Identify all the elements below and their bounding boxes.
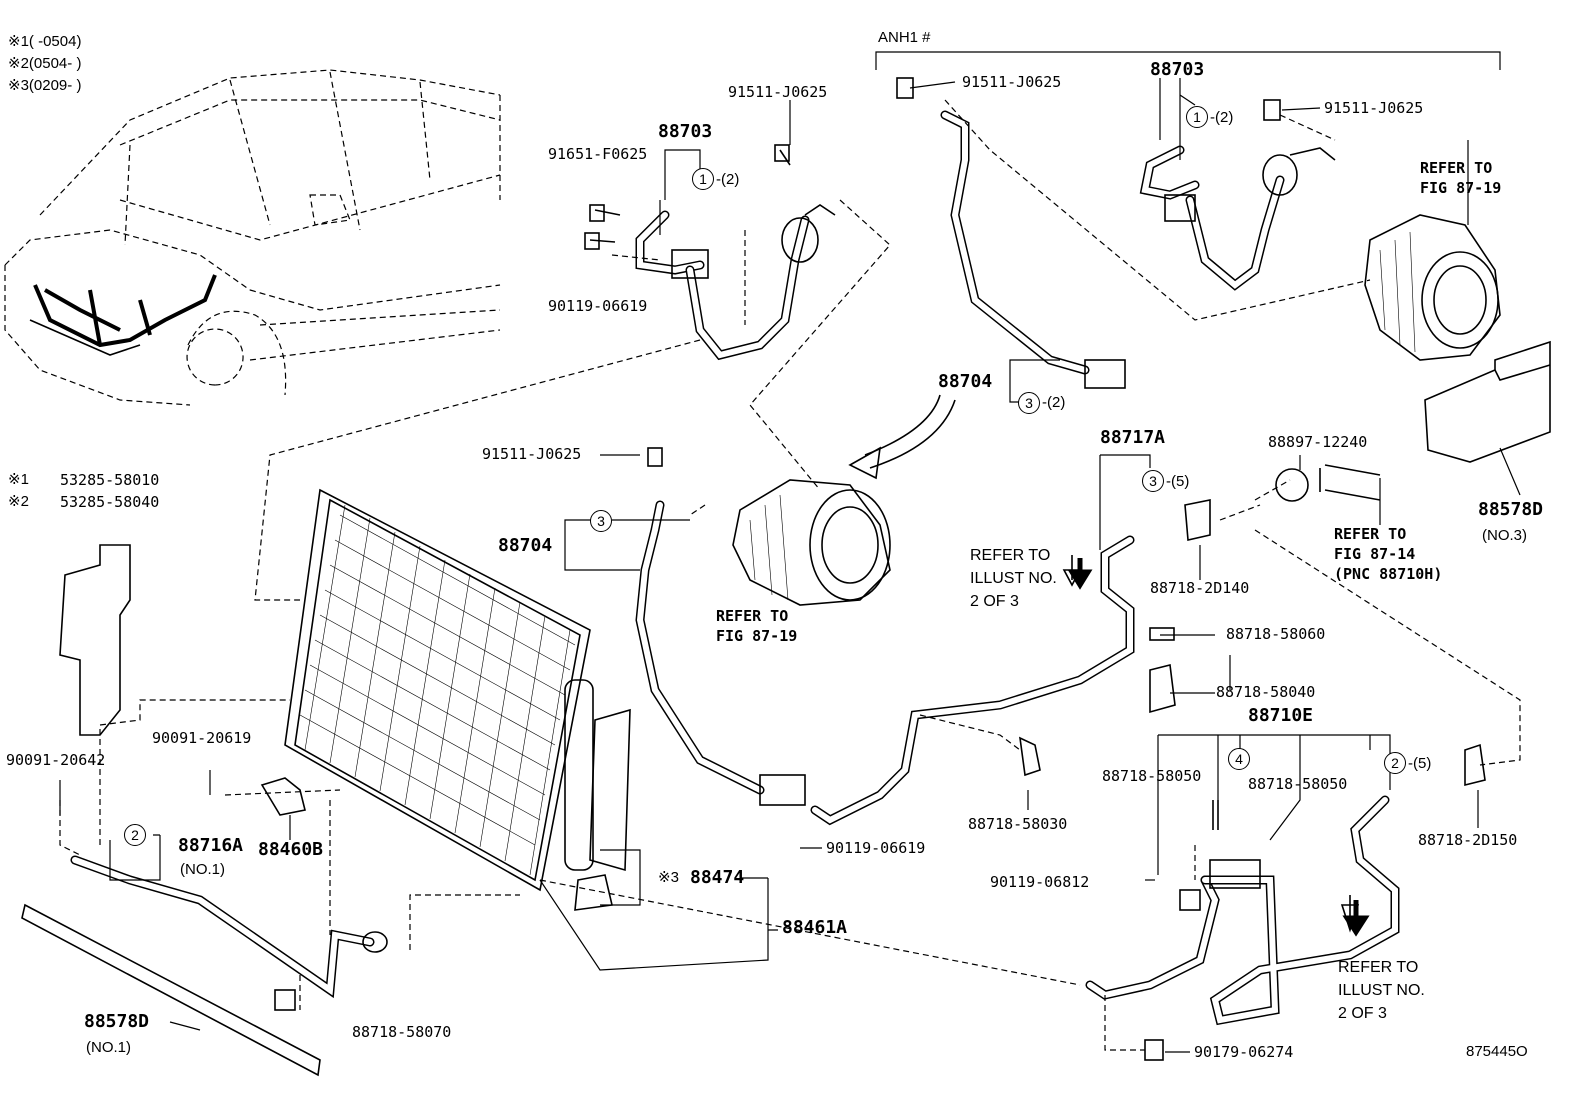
- bracket-88460b: [260, 777, 306, 816]
- pipe-88717a: [810, 535, 1176, 826]
- leader-lines: [59, 78, 1479, 1053]
- part-label: 91511-J0625: [962, 73, 1062, 91]
- callout-circle: 3: [1018, 392, 1040, 414]
- hose-88704-upper: [896, 77, 1126, 389]
- callout-quantity: -(2): [1210, 109, 1234, 126]
- part-label: 90179-06274: [1194, 1043, 1294, 1061]
- part-label: 88703: [1150, 59, 1205, 80]
- vehicle-illustration: [4, 69, 501, 406]
- part-label: 88718-58070: [352, 1023, 452, 1041]
- part-label-sub: (NO.3): [1482, 527, 1527, 544]
- document-number: 875445O: [1466, 1043, 1528, 1060]
- part-label: 88716A: [178, 835, 244, 856]
- part-label: 88718-2D140: [1150, 579, 1250, 597]
- part-label: 88718-58040: [1216, 683, 1316, 701]
- callout-quantity: -(5): [1166, 473, 1190, 490]
- reference-fig-87-19: REFER TO FIG 87-19: [716, 607, 798, 645]
- callout-circle: 1: [1186, 106, 1208, 128]
- part-label: 88460B: [258, 839, 324, 860]
- part-label: 88578D: [1478, 499, 1544, 520]
- part-label: 90119-06812: [990, 873, 1090, 891]
- callout-quantity: -(2): [716, 171, 740, 188]
- model-label: ANH1 #: [878, 29, 931, 46]
- callout-circle: 3: [1142, 470, 1164, 492]
- pipe-88710e: [1085, 795, 1400, 1061]
- part-label: 88703: [658, 121, 713, 142]
- deflector-53285: [59, 544, 131, 736]
- part-label: 91511-J0625: [1324, 99, 1424, 117]
- part-label: 88718-2D150: [1418, 831, 1518, 849]
- part-label: 88718-58050: [1248, 775, 1348, 793]
- compressor-middle: [732, 479, 891, 606]
- part-label: 91511-J0625: [728, 83, 828, 101]
- part-label: 88461A: [782, 917, 848, 938]
- part-label: 90091-20642: [6, 751, 106, 769]
- note-range-3: ※3(0209- ): [8, 77, 82, 94]
- part-label: 88718-58030: [968, 815, 1068, 833]
- part-label: 88578D: [84, 1011, 150, 1032]
- part-label-mark: ※1: [8, 471, 29, 488]
- seal-88578d-no1: [21, 903, 321, 1077]
- part-label-sub: (NO.1): [180, 861, 225, 878]
- part-label: 88897-12240: [1268, 433, 1368, 451]
- hose-assembly-88703-left: [584, 144, 836, 361]
- condenser-88461a: [284, 488, 591, 892]
- part-label: 90091-20619: [152, 729, 252, 747]
- part-label: 88710E: [1248, 705, 1314, 726]
- part-label: 88474: [690, 867, 745, 888]
- compressor-upper: [1364, 214, 1501, 361]
- part-label: 88718-58050: [1102, 767, 1202, 785]
- part-label: 88717A: [1100, 427, 1166, 448]
- reference-fig-87-19: REFER TO FIG 87-19: [1420, 159, 1502, 197]
- callout-quantity: -(2): [1042, 394, 1066, 411]
- note-range-1: ※1( -0504): [8, 33, 82, 50]
- part-label: 91511-J0625: [482, 445, 582, 463]
- callout-circle: 3: [590, 510, 612, 532]
- hose-assembly-88703-right: [1139, 99, 1336, 291]
- part-label: 90119-06619: [548, 297, 648, 315]
- part-label: 53285-58010: [60, 471, 160, 489]
- part-label: 91651-F0625: [548, 145, 648, 163]
- part-label: 90119-06619: [826, 839, 926, 857]
- callout-circle: 2: [1384, 752, 1406, 774]
- hose-88704-lower: [635, 447, 806, 806]
- part-label: 53285-58040: [60, 493, 160, 511]
- note-range-2: ※2(0504- ): [8, 55, 82, 72]
- part-label: 88704: [498, 535, 553, 556]
- shroud-88578d-no3: [1424, 340, 1551, 496]
- part-label: 88704: [938, 371, 993, 392]
- part-label-mark: ※3: [658, 869, 679, 886]
- reference-illustration: REFER TO ILLUST NO. 2 OF 3: [970, 547, 1057, 610]
- callout-quantity: -(5): [1408, 755, 1432, 772]
- reference-illustration: REFER TO ILLUST NO. 2 OF 3: [1338, 959, 1425, 1022]
- reference-fig-87-14: REFER TO FIG 87-14 (PNC 88710H): [1334, 525, 1443, 583]
- receiver-88474: [564, 679, 631, 911]
- part-label: 88718-58060: [1226, 625, 1326, 643]
- callout-circle: 4: [1228, 748, 1250, 770]
- part-label-mark: ※2: [8, 493, 29, 510]
- callout-circle: 1: [692, 168, 714, 190]
- pipe-88716a: [70, 855, 388, 1011]
- part-label-sub: (NO.1): [86, 1039, 131, 1056]
- callout-circle: 2: [124, 824, 146, 846]
- dashed-guides: [59, 99, 1521, 1051]
